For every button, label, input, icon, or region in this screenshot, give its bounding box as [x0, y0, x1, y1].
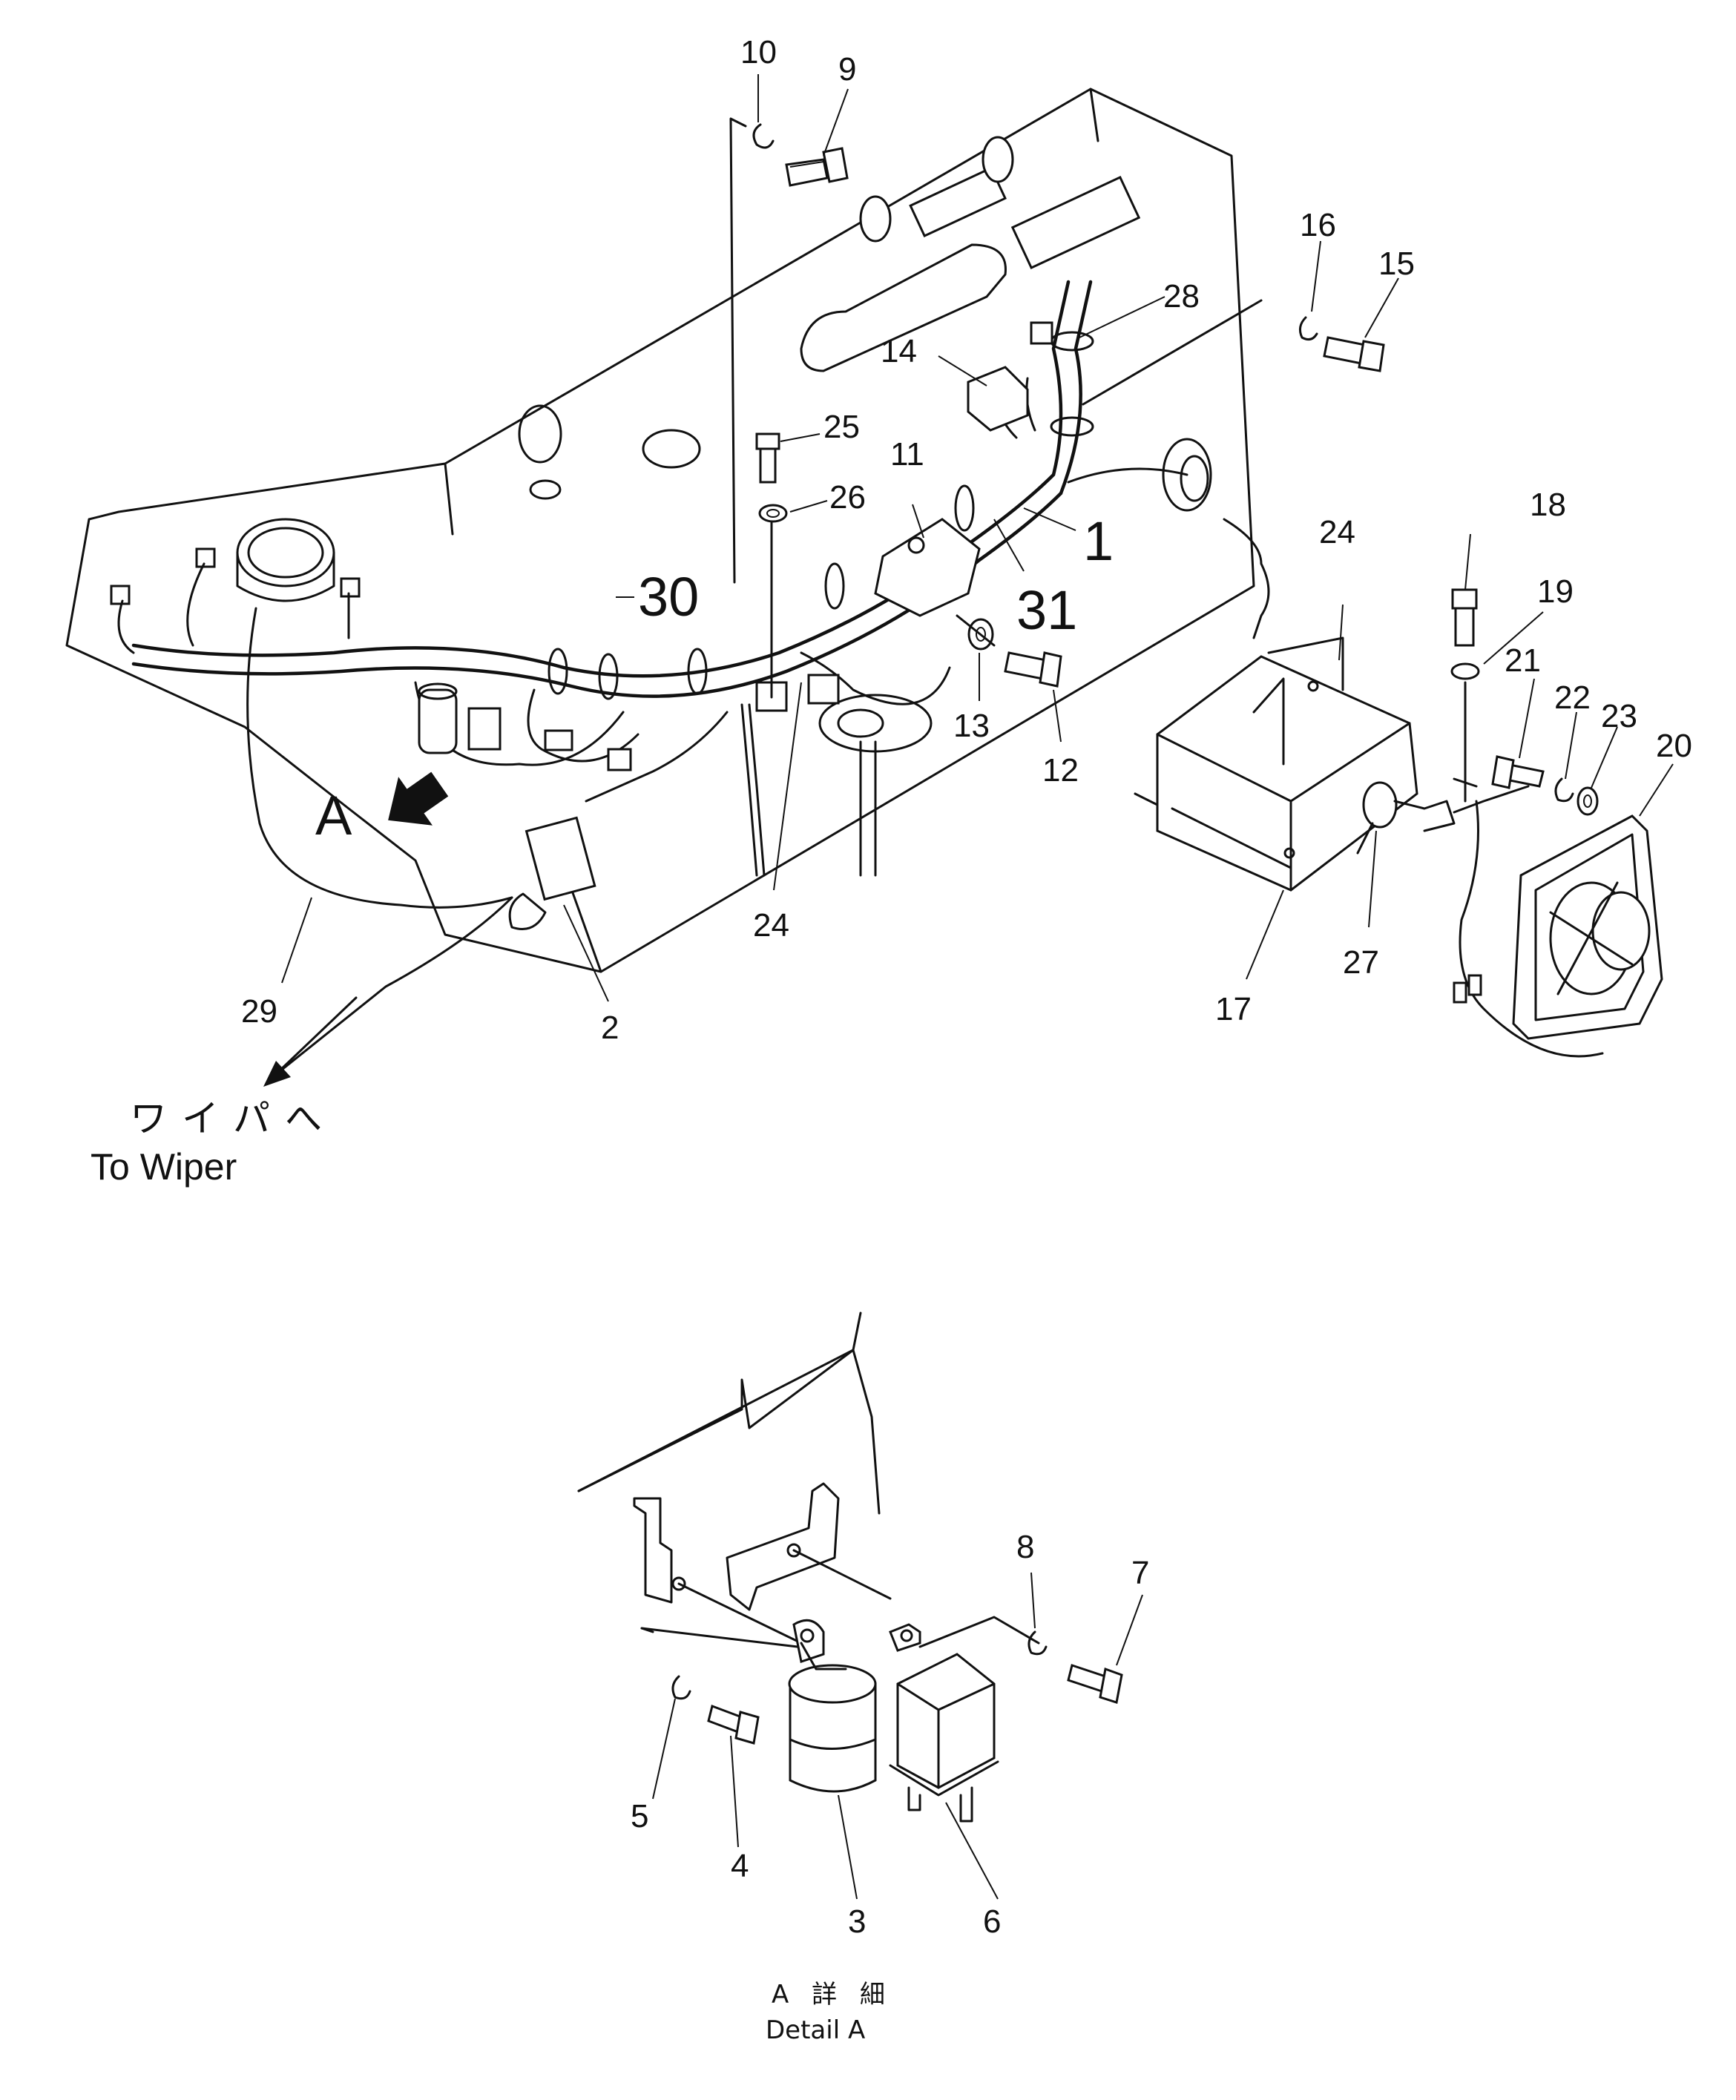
detail-a-view [577, 1311, 892, 1645]
callout-2: 2 [601, 1010, 619, 1046]
diode-unit-2 [508, 816, 596, 930]
bolt-4 [707, 1705, 760, 1745]
callout-25: 25 [823, 409, 860, 445]
callout-22: 22 [1554, 679, 1591, 716]
callout-10: 10 [740, 34, 777, 70]
callout-24-right: 24 [1319, 514, 1355, 550]
callout-8: 8 [1016, 1529, 1034, 1565]
callout-19: 19 [1537, 573, 1574, 610]
callout-18: 18 [1530, 487, 1566, 523]
callout-14: 14 [881, 333, 917, 369]
instrument-gauge [236, 518, 335, 602]
washer-10 [752, 123, 775, 149]
flasher-relay [874, 518, 981, 617]
to-wiper-arrow [263, 996, 358, 1087]
washer-19 [1450, 662, 1480, 680]
callout-27: 27 [1343, 944, 1379, 981]
relay-6 [889, 1616, 1040, 1823]
callout-26: 26 [829, 479, 866, 516]
bolt-9 [785, 147, 849, 187]
washer-13 [967, 618, 994, 651]
wiper-label-english: To Wiper [91, 1146, 237, 1188]
callout-23: 23 [1601, 698, 1637, 734]
callout-31: 31 [1016, 579, 1077, 641]
washer-5 [640, 1627, 799, 1700]
callout-9: 9 [838, 51, 856, 88]
bolt-18 [1451, 588, 1478, 647]
callout-15: 15 [1378, 246, 1415, 282]
callout-13: 13 [953, 708, 990, 744]
callout-4: 4 [731, 1848, 749, 1884]
callout-30: 30 [638, 566, 699, 628]
callouts-main: 10 9 16 15 28 14 25 11 26 1 30 31 13 12 … [241, 34, 1692, 1046]
grommet-hole-right [1162, 438, 1270, 639]
callout-11: 11 [890, 436, 924, 473]
speaker [1453, 800, 1663, 1058]
cab-panel [65, 88, 1255, 973]
washer-8 [1028, 1630, 1048, 1656]
callout-17: 17 [1215, 991, 1252, 1027]
washer-16 [1298, 316, 1318, 341]
bolt-12 [1004, 651, 1062, 688]
callout-29: 29 [241, 993, 277, 1030]
detail-caption-english: Detail A [766, 2015, 865, 2045]
wiper-label-japanese: ワイパへ [130, 1098, 337, 1139]
callout-6: 6 [983, 1903, 1001, 1940]
grommet-hole-center [818, 694, 933, 877]
bolt-21 [1491, 755, 1545, 789]
bolt-7 [1067, 1664, 1123, 1704]
bolt-25 [755, 432, 780, 484]
callout-leaders-detail [652, 1572, 1143, 1900]
small-relays [418, 674, 840, 771]
callout-5: 5 [631, 1798, 648, 1834]
view-a-arrow [388, 771, 449, 826]
callout-7: 7 [1131, 1555, 1149, 1591]
bolt-15 [1323, 336, 1385, 372]
callout-21: 21 [1505, 642, 1541, 679]
connector-27 [1356, 781, 1530, 855]
washer-26 [758, 504, 788, 523]
callout-20: 20 [1656, 728, 1692, 764]
callout-16: 16 [1300, 207, 1336, 243]
callout-1: 1 [1083, 510, 1114, 572]
washer-23 [1576, 786, 1599, 816]
callout-24-center: 24 [753, 907, 789, 944]
washer-22 [1554, 777, 1574, 803]
leader-lines-main [729, 117, 1478, 803]
callouts-detail: 8 7 5 4 3 6 [631, 1529, 1149, 1940]
callout-12: 12 [1042, 752, 1079, 789]
horn-controller-box [1134, 636, 1418, 892]
callout-28: 28 [1163, 278, 1200, 315]
view-marker-a: A [315, 785, 352, 846]
detail-caption-japanese: A 詳 細 [772, 1980, 892, 2010]
relay-14 [967, 366, 1029, 432]
callout-leaders [281, 74, 1674, 1002]
callout-3: 3 [848, 1903, 866, 1940]
condenser-3 [788, 1619, 877, 1793]
